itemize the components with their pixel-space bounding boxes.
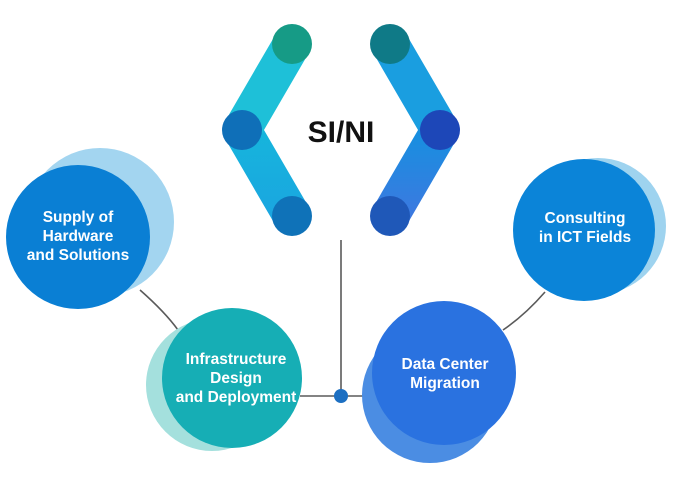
hexagon-node-left <box>222 110 262 150</box>
supply-label: Supply of Hardware and Solutions <box>12 200 144 272</box>
node-data-center-migration <box>362 301 516 463</box>
supply-label-line2: Hardware <box>42 227 114 245</box>
consulting-label: Consulting in ICT Fields <box>520 206 650 250</box>
datacenter-label-line1: Data Center <box>401 356 489 373</box>
hexagon-node-bottom-right <box>370 196 410 236</box>
hexagon-node-right <box>420 110 460 150</box>
consulting-connector-line <box>502 291 546 331</box>
node-consulting-ict <box>513 158 666 301</box>
node-supply-of-hardware <box>6 148 174 309</box>
consulting-label-line1: Consulting <box>544 210 626 227</box>
infrastructure-label-line1: Infrastructure <box>185 350 287 368</box>
datacenter-label: Data Center Migration <box>380 352 510 396</box>
supply-label-line3: and Solutions <box>26 246 130 264</box>
datacenter-label-line2: Migration <box>410 375 480 392</box>
hub-title: SI/NI <box>307 116 375 149</box>
junction-dot <box>334 389 348 403</box>
hexagon-node-top-left <box>272 24 312 64</box>
supply-connector-line <box>139 289 179 331</box>
node-infrastructure-design <box>146 308 302 451</box>
si-ni-hexagon <box>222 24 460 236</box>
hexagon-node-bottom-left <box>272 196 312 236</box>
infrastructure-label-line3: and Deployment <box>175 388 297 406</box>
infrastructure-label-line2: Design <box>210 369 262 387</box>
supply-label-line1: Supply of <box>42 208 114 226</box>
infrastructure-label: Infrastructure Design and Deployment <box>166 342 306 414</box>
hexagon-node-top-right <box>370 24 410 64</box>
consulting-label-line2: in ICT Fields <box>538 229 632 246</box>
